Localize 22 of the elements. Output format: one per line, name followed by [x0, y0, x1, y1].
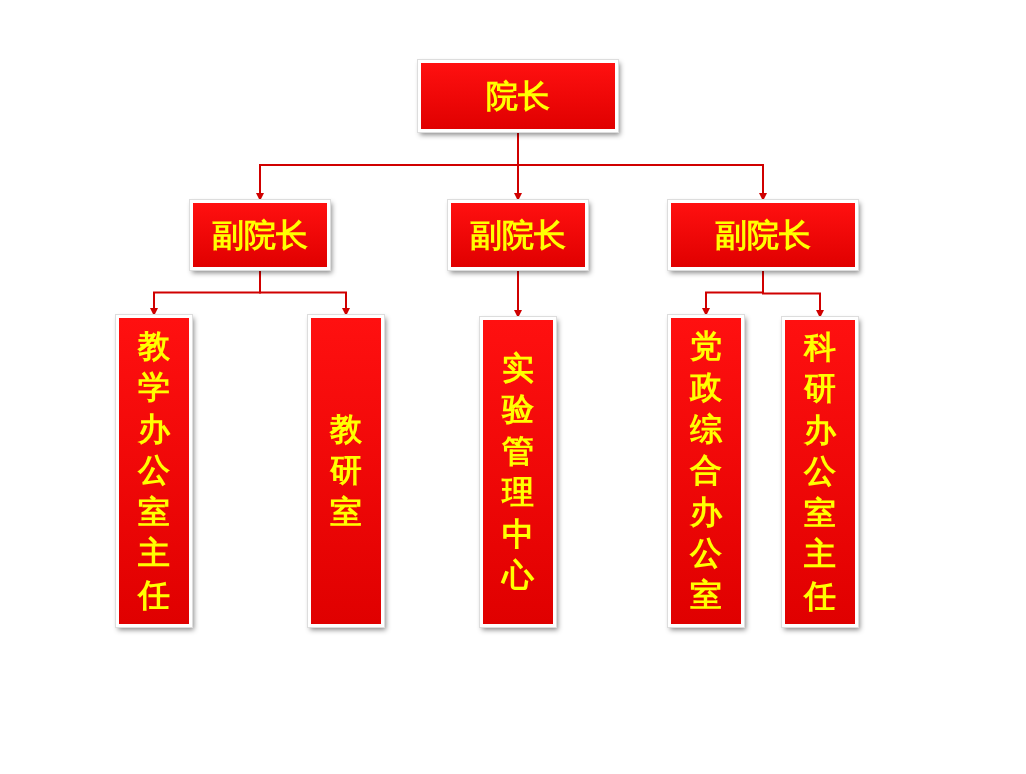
box-label: 实验管理中心 [501, 347, 535, 596]
org-box [190, 200, 330, 270]
org-box [418, 60, 618, 132]
connector-arrow [259, 269, 350, 316]
box-label: 副院长 [470, 219, 566, 251]
connector-arrow [762, 269, 824, 318]
org-box [308, 315, 384, 627]
org-box [782, 317, 858, 627]
box-label: 副院长 [715, 219, 811, 251]
box-label: 党政综合办公室 [689, 325, 723, 616]
org-box [668, 315, 744, 627]
box-label: 院长 [486, 80, 550, 112]
org-box [116, 315, 192, 627]
org-box [448, 200, 588, 270]
box-label: 副院长 [212, 219, 308, 251]
box-label: 科研办公室主任 [803, 326, 837, 617]
org-box [480, 317, 556, 627]
box-label: 教研室 [329, 408, 363, 533]
org-box [668, 200, 858, 270]
connector-arrow [517, 131, 767, 201]
box-label: 教学办公室主任 [137, 325, 171, 616]
connector-arrow [514, 269, 522, 318]
